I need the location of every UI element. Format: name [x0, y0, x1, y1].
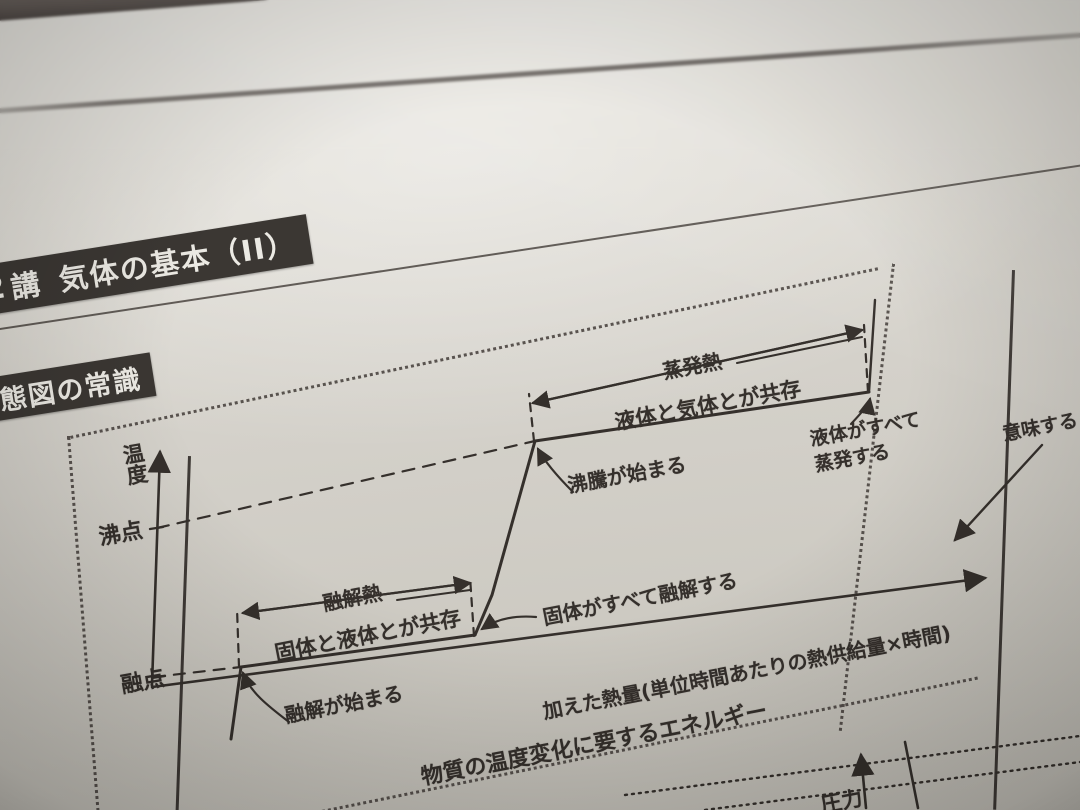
body-text-means: 意味する	[1000, 409, 1080, 446]
figure-frame-top	[70, 267, 879, 439]
annotation-boiling-starts: 沸騰が始まる	[565, 452, 689, 498]
leader-heat-of-vaporization	[736, 336, 863, 364]
figure-frame-left	[67, 436, 103, 810]
body-text-pressure: 圧力	[818, 785, 865, 810]
annotation-all-solid-melts: 固体がすべて融解する	[540, 568, 740, 630]
annotation-melting-starts: 融解が始まる	[282, 681, 406, 728]
section-title: 三態図の常識	[0, 363, 144, 422]
page-column-rule-right	[993, 270, 1015, 810]
guide-boiling-hline	[155, 439, 537, 530]
leader-melting-starts	[240, 670, 291, 724]
curve-solid-warming	[229, 665, 243, 741]
annotation-liquid-gas-coexist: 液体と気体とが共存	[612, 376, 803, 435]
x-axis	[150, 569, 988, 689]
curve-liquid-warming	[473, 439, 537, 637]
section-header-band: 三態図の常識	[0, 352, 157, 427]
y-axis	[147, 449, 171, 687]
guide-vline-melt-start	[235, 606, 241, 669]
y-axis-label: 温度	[118, 441, 150, 487]
tick-label-melting-point: 融点	[119, 666, 167, 699]
annotation-solid-liquid-coexist: 固体と液体とが共存	[272, 605, 463, 666]
leader-means	[953, 443, 1044, 542]
tick-label-boiling-point: 沸点	[97, 518, 145, 551]
annotation-heat-of-vaporization: 蒸発熱	[660, 348, 725, 384]
bottom-dotted-rule-2	[703, 760, 1080, 810]
guide-vline-boil-end	[862, 323, 870, 394]
leader-all-solid-melts	[480, 613, 538, 631]
curve-gas-warming	[867, 298, 877, 394]
pressure-side-stroke	[903, 740, 920, 810]
annotation-heat-of-fusion: 融解熱	[320, 580, 385, 616]
guide-vline-melt-end	[468, 575, 476, 638]
guide-melting-hline	[152, 665, 243, 679]
leader-heat-of-fusion	[396, 589, 471, 601]
lecture-unit: 講	[8, 266, 45, 305]
annotation-all-liquid-evaporates: 液体がすべて 蒸発する	[808, 408, 923, 476]
guide-vline-boil-start	[527, 392, 536, 443]
page-column-rule-left	[175, 456, 191, 810]
tick-boiling	[148, 525, 165, 531]
